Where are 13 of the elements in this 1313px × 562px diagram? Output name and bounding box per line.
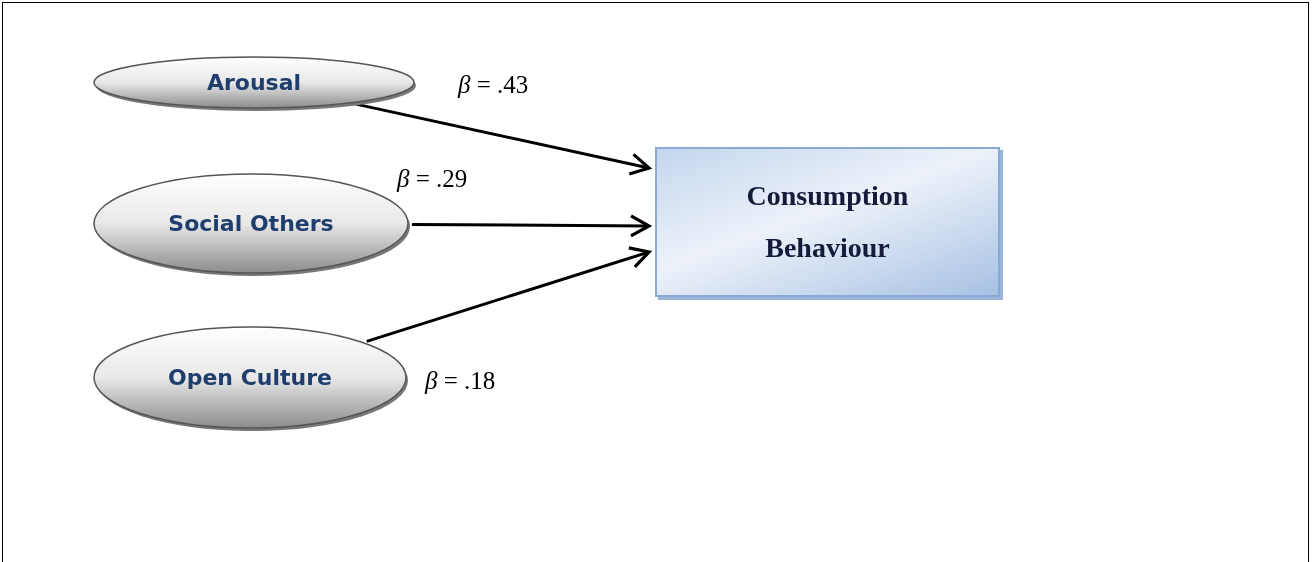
edge-label: β = .43 (458, 72, 529, 97)
arrow (355, 102, 651, 176)
process-box (655, 147, 1000, 297)
edge-label: β = .18 (425, 368, 496, 393)
edge-label: β = .29 (397, 166, 468, 191)
arrow (411, 214, 651, 238)
node-label: Open Culture (168, 365, 332, 390)
ellipse-node (92, 325, 408, 430)
ellipse-node (92, 55, 416, 110)
node-label: Social Others (168, 211, 334, 236)
node-label: Arousal (206, 70, 302, 95)
arrow (366, 246, 651, 343)
node-label: Consumption Behaviour (745, 179, 910, 265)
